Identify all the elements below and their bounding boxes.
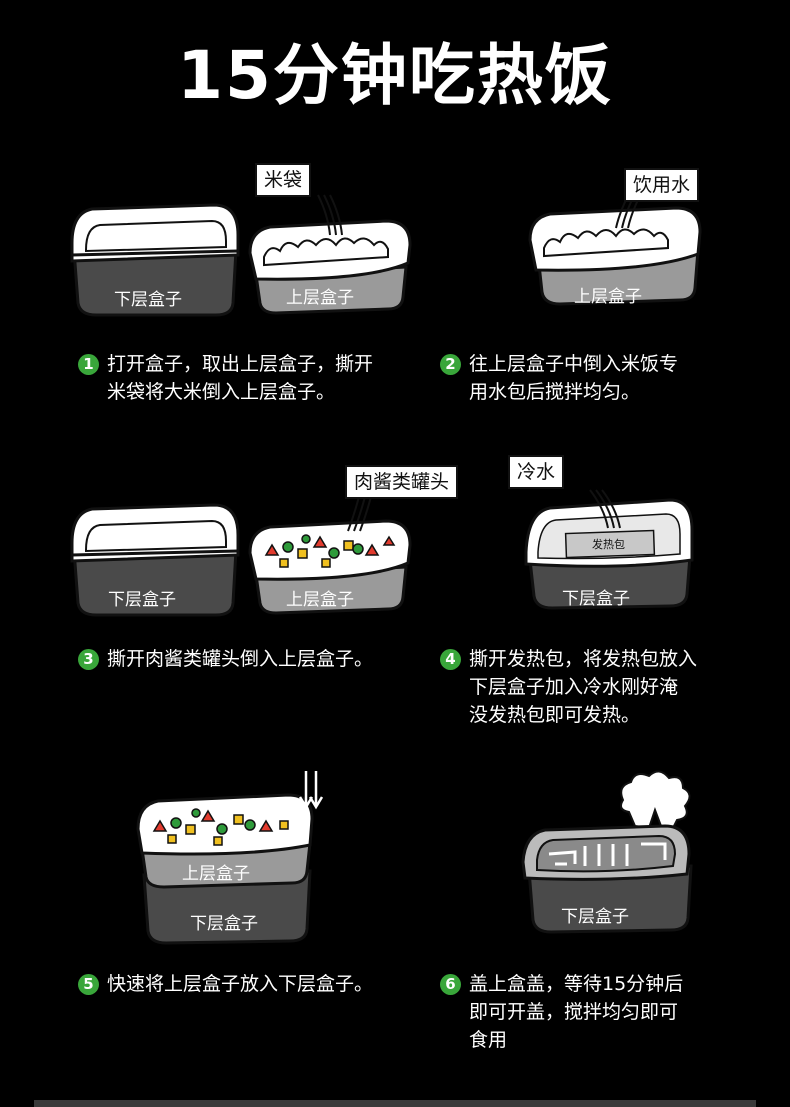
step-6: 6 盖上盒盖，等待15分钟后 即可开盖，搅拌均匀即可 食用: [440, 970, 683, 1054]
step4-illustration: 发热包 下层盒子: [520, 460, 710, 620]
step-1: 1 打开盒子，取出上层盒子，撕开 米袋将大米倒入上层盒子。: [78, 350, 373, 406]
canned-meat-label: 肉酱类罐头: [345, 465, 459, 499]
lower-box-label: 下层盒子: [562, 589, 630, 609]
step-4: 4 撕开发热包，将发热包放入 下层盒子加入冷水刚好淹 没发热包即可发热。: [440, 645, 697, 729]
step3-illustration: 下层盒子 上层盒子: [66, 455, 416, 630]
step-3: 3 撕开肉酱类罐头倒入上层盒子。: [78, 645, 373, 673]
lower-box-label: 下层盒子: [561, 907, 629, 927]
step-number: 1: [78, 354, 99, 375]
lower-box-label: 下层盒子: [108, 590, 176, 610]
step-number: 2: [440, 354, 461, 375]
lower-box-label: 下层盒子: [114, 290, 182, 310]
rice-bag-label: 米袋: [255, 163, 312, 197]
cold-water-label: 冷水: [508, 455, 565, 489]
step-number: 3: [78, 649, 99, 670]
step1-illustration: 下层盒子 上层盒子: [66, 155, 416, 330]
step-number: 5: [78, 974, 99, 995]
step-number: 4: [440, 649, 461, 670]
step6-illustration: 下层盒子: [515, 770, 715, 945]
upper-box-label: 上层盒子: [286, 288, 354, 308]
lower-box-label: 下层盒子: [190, 914, 258, 934]
bottom-divider: [34, 1100, 756, 1107]
heat-pack-label: 发热包: [592, 538, 625, 551]
step2-illustration: 上层盒子: [520, 160, 710, 320]
step5-illustration: 上层盒子 下层盒子: [130, 765, 330, 950]
step-number: 6: [440, 974, 461, 995]
page-title: 15分钟吃热饭: [177, 37, 613, 114]
step-2: 2 往上层盒子中倒入米饭专 用水包后搅拌均匀。: [440, 350, 678, 406]
upper-box-label: 上层盒子: [574, 287, 642, 307]
step-5: 5 快速将上层盒子放入下层盒子。: [78, 970, 373, 998]
drinking-water-label: 饮用水: [624, 168, 700, 202]
upper-box-label: 上层盒子: [182, 864, 250, 884]
upper-box-label: 上层盒子: [286, 590, 354, 610]
